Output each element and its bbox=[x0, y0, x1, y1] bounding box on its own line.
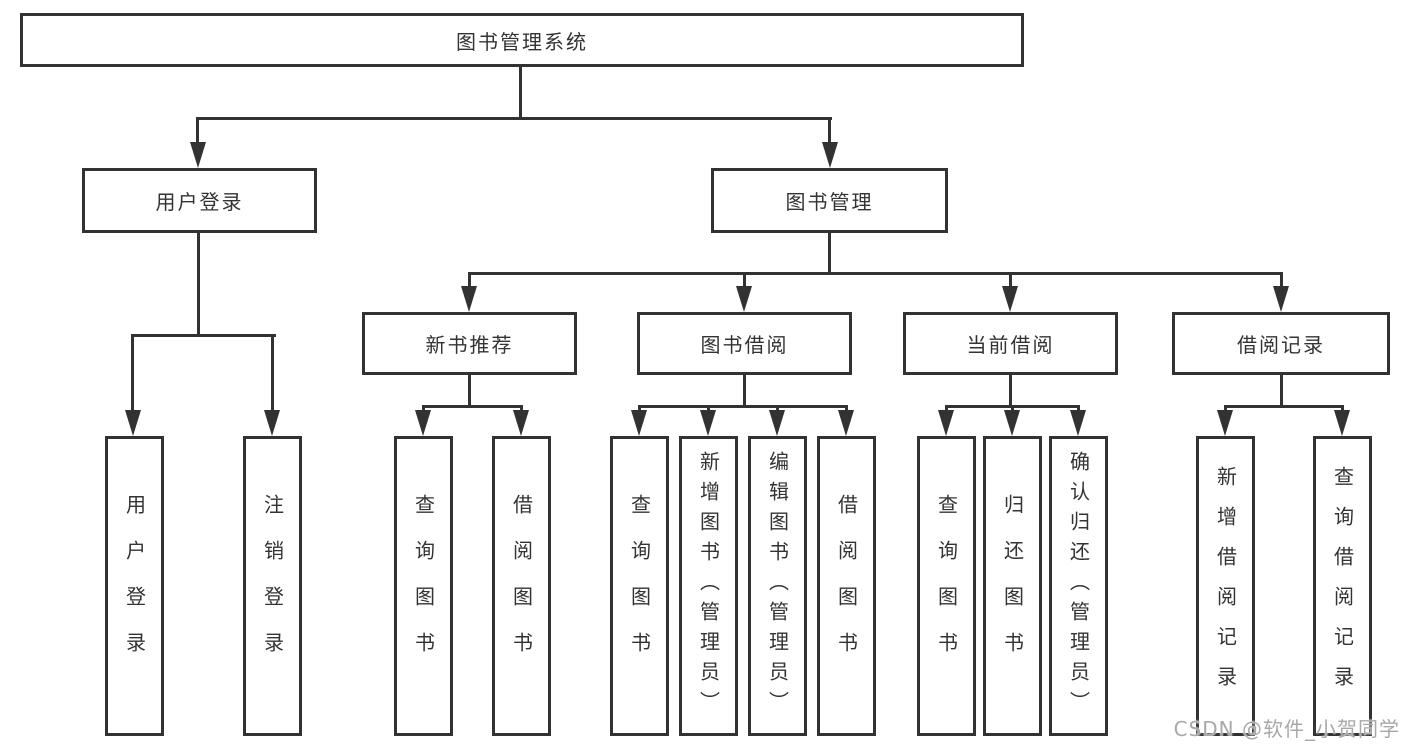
arrowhead-borrowrecord-leaf1 bbox=[1217, 410, 1233, 436]
arrowhead-borrow-record bbox=[1273, 286, 1289, 312]
arrowhead-bookborrow-leaf2 bbox=[700, 410, 716, 436]
node-return-books: 归还图书 bbox=[983, 436, 1042, 736]
node-user-login-leaf: 用户登录 bbox=[105, 436, 164, 736]
node-user-login-leaf-label: 用户登录 bbox=[122, 494, 147, 678]
arrowhead-borrowrecord-leaf2 bbox=[1334, 410, 1350, 436]
arrowhead-user-leaf1 bbox=[125, 410, 141, 436]
connector-user-login-shaft bbox=[196, 118, 199, 148]
connector-user-login-stub bbox=[197, 231, 200, 336]
node-edit-book-admin-label: 编辑图书（管理员） bbox=[765, 451, 790, 721]
node-return-books-label: 归还图书 bbox=[1000, 494, 1025, 678]
node-query-borrow-record: 查询借阅记录 bbox=[1313, 436, 1372, 736]
connector-currentborrow-shaft-2 bbox=[1011, 405, 1014, 414]
arrowhead-bookborrow-leaf4 bbox=[838, 410, 854, 436]
connector-user-leaf1-shaft bbox=[131, 334, 134, 414]
node-book-management: 图书管理 bbox=[711, 168, 948, 233]
node-logout-label: 注销登录 bbox=[260, 494, 285, 678]
connector-bookborrow-shaft-2 bbox=[707, 405, 710, 414]
connector-root-stub bbox=[519, 65, 522, 120]
arrowhead-currentborrow-leaf3 bbox=[1070, 410, 1086, 436]
node-query-books-2-label: 查询图书 bbox=[627, 494, 652, 678]
connector-borrowrecord-shaft-1 bbox=[1224, 405, 1227, 414]
connector-level2-distributor bbox=[196, 117, 832, 120]
node-query-books-2: 查询图书 bbox=[610, 436, 669, 736]
arrowhead-bookborrow-leaf1 bbox=[631, 410, 647, 436]
connector-l3-shaft-2 bbox=[743, 274, 746, 290]
connector-currentborrow-shaft-1 bbox=[945, 405, 948, 414]
connector-bookborrow-shaft-3 bbox=[776, 405, 779, 414]
connector-bookborrow-shaft-1 bbox=[638, 405, 641, 414]
connector-newbook-shaft-2 bbox=[520, 405, 523, 414]
arrowhead-book-mgmt bbox=[822, 142, 838, 168]
node-root: 图书管理系统 bbox=[20, 13, 1024, 67]
node-borrow-books-2: 借阅图书 bbox=[817, 436, 876, 736]
arrowhead-newbook-leaf1 bbox=[415, 410, 431, 436]
connector-borrowrecord-distributor bbox=[1224, 405, 1344, 408]
node-user-login: 用户登录 bbox=[82, 168, 317, 233]
arrowhead-book-borrow bbox=[736, 286, 752, 312]
connector-borrowrecord-shaft-2 bbox=[1341, 405, 1344, 414]
arrowhead-user-login bbox=[190, 142, 206, 168]
connector-bookborrow-distributor bbox=[638, 405, 848, 408]
node-book-borrow-label: 图书借阅 bbox=[700, 333, 789, 357]
node-confirm-return-admin-label: 确认归还（管理员） bbox=[1066, 451, 1091, 721]
node-borrow-books-1-label: 借阅图书 bbox=[509, 494, 534, 678]
connector-l3-shaft-3 bbox=[1009, 274, 1012, 290]
node-root-label: 图书管理系统 bbox=[456, 29, 588, 54]
connector-user-leaf2-shaft bbox=[271, 334, 274, 414]
node-query-borrow-record-label: 查询借阅记录 bbox=[1330, 466, 1355, 706]
connector-newbook-stub bbox=[468, 373, 471, 408]
node-logout: 注销登录 bbox=[243, 436, 302, 736]
node-book-borrow: 图书借阅 bbox=[637, 312, 852, 375]
node-book-management-label: 图书管理 bbox=[785, 190, 874, 214]
node-query-books-1-label: 查询图书 bbox=[411, 494, 436, 678]
node-borrow-records-label: 借阅记录 bbox=[1237, 333, 1325, 357]
connector-l3-shaft-4 bbox=[1280, 274, 1283, 290]
connector-l3-shaft-1 bbox=[468, 274, 471, 290]
connector-book-mgmt-stub bbox=[828, 230, 831, 275]
node-new-book-recommend-label: 新书推荐 bbox=[425, 333, 514, 357]
node-confirm-return-admin: 确认归还（管理员） bbox=[1049, 436, 1108, 736]
node-add-borrow-record-label: 新增借阅记录 bbox=[1213, 466, 1238, 706]
connector-book-mgmt-shaft bbox=[828, 118, 831, 148]
connector-newbook-shaft-1 bbox=[422, 405, 425, 414]
node-add-book-admin-label: 新增图书（管理员） bbox=[696, 451, 721, 721]
connector-level3-distributor bbox=[468, 272, 1283, 275]
node-user-login-label: 用户登录 bbox=[155, 190, 244, 214]
csdn-watermark: CSDN @软件_小贺同学 bbox=[1173, 717, 1400, 741]
node-edit-book-admin: 编辑图书（管理员） bbox=[748, 436, 807, 736]
arrowhead-bookborrow-leaf3 bbox=[769, 410, 785, 436]
node-current-borrow: 当前借阅 bbox=[903, 312, 1118, 375]
connector-bookborrow-stub bbox=[743, 373, 746, 408]
connector-user-leaves-distributor bbox=[131, 334, 276, 337]
node-query-books-1: 查询图书 bbox=[394, 436, 453, 736]
node-query-books-3: 查询图书 bbox=[917, 436, 976, 736]
connector-borrowrecord-stub bbox=[1280, 373, 1283, 408]
node-new-book-recommend: 新书推荐 bbox=[362, 312, 577, 375]
connector-newbook-distributor bbox=[422, 405, 523, 408]
node-borrow-records: 借阅记录 bbox=[1172, 312, 1390, 375]
node-borrow-books-2-label: 借阅图书 bbox=[834, 494, 859, 678]
arrowhead-currentborrow-leaf2 bbox=[1004, 410, 1020, 436]
connector-currentborrow-stub bbox=[1009, 373, 1012, 408]
connector-bookborrow-shaft-4 bbox=[845, 405, 848, 414]
node-current-borrow-label: 当前借阅 bbox=[966, 333, 1055, 357]
arrowhead-user-leaf2 bbox=[264, 410, 280, 436]
connector-currentborrow-shaft-3 bbox=[1077, 405, 1080, 414]
node-borrow-books-1: 借阅图书 bbox=[492, 436, 551, 736]
arrowhead-current-borrow bbox=[1002, 286, 1018, 312]
node-query-books-3-label: 查询图书 bbox=[934, 494, 959, 678]
node-add-borrow-record: 新增借阅记录 bbox=[1196, 436, 1255, 736]
arrowhead-newbook-leaf2 bbox=[513, 410, 529, 436]
node-add-book-admin: 新增图书（管理员） bbox=[679, 436, 738, 736]
arrowhead-new-book bbox=[461, 286, 477, 312]
arrowhead-currentborrow-leaf1 bbox=[938, 410, 954, 436]
